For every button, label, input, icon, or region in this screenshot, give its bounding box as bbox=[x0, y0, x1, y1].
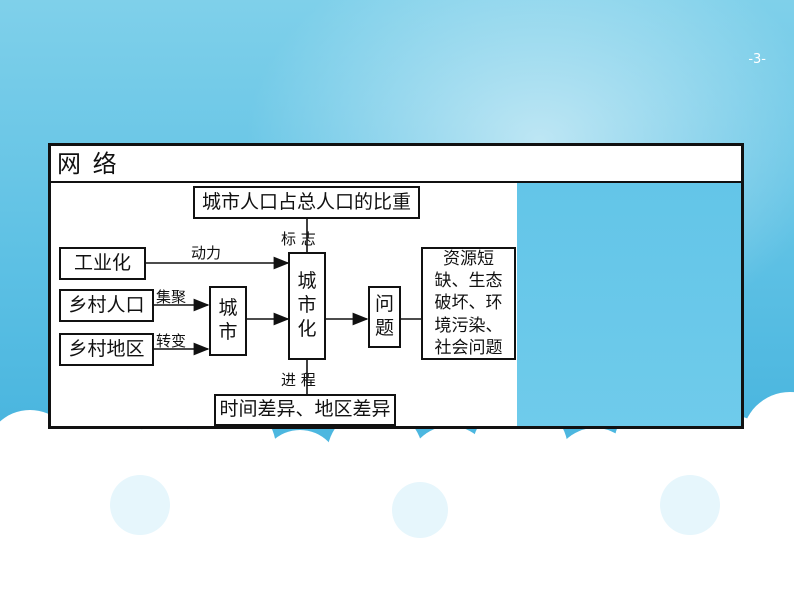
panel-blue-strip bbox=[517, 183, 741, 426]
industrialization-box: 工业化 bbox=[59, 247, 146, 280]
page-number: -3- bbox=[748, 52, 766, 67]
problems-box: 问题 bbox=[368, 286, 401, 348]
label-jincheng: 进 程 bbox=[281, 371, 316, 389]
rural-population-box: 乡村人口 bbox=[59, 289, 154, 322]
label-zhuanbian: 转变 bbox=[156, 332, 187, 350]
problems-list-box: 资源短缺、生态破坏、环境污染、社会问题 bbox=[421, 247, 516, 360]
network-panel: 网 络 城市人口占总人口的比重 工业化 乡村人口 bbox=[48, 143, 744, 429]
diagram-connectors bbox=[146, 219, 421, 394]
top-indicator-box: 城市人口占总人口的比重 bbox=[193, 186, 420, 219]
label-biaozhi: 标 志 bbox=[281, 230, 316, 248]
rural-area-box: 乡村地区 bbox=[59, 333, 154, 366]
urbanization-box: 城市化 bbox=[288, 252, 326, 360]
bottom-process-box: 时间差异、地区差异 bbox=[214, 394, 396, 426]
label-jiju: 集聚 bbox=[156, 288, 187, 306]
city-box: 城市 bbox=[209, 286, 247, 356]
label-dongli: 动力 bbox=[191, 244, 222, 262]
panel-title: 网 络 bbox=[51, 146, 741, 183]
